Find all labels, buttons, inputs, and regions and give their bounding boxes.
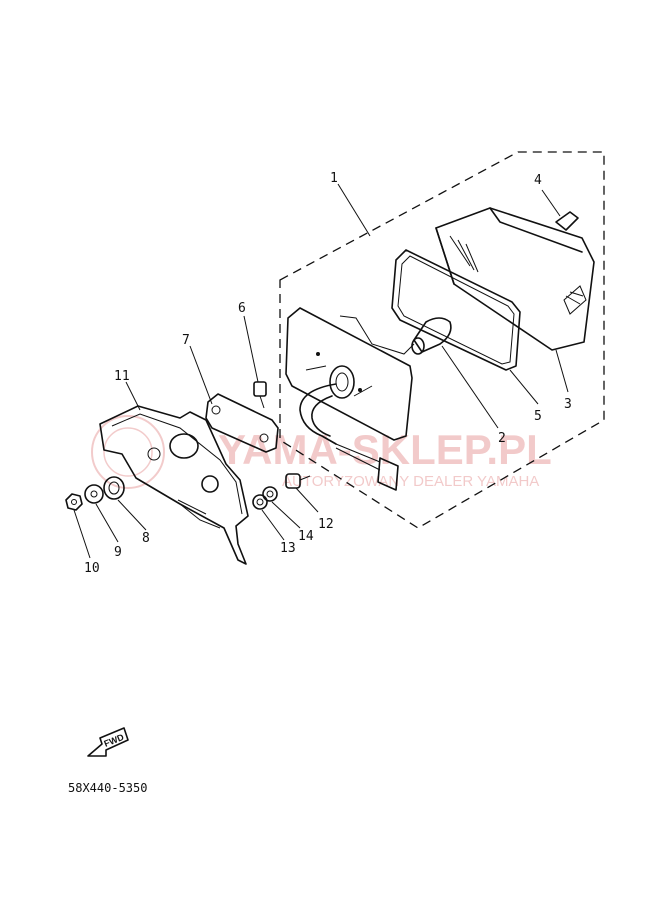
fastener-9-washer [84, 484, 104, 504]
callout-13: 13 [280, 541, 296, 556]
callout-1: 1 [330, 171, 338, 186]
fastener-12-screw [285, 473, 311, 489]
license-bracket [99, 405, 249, 565]
screw-part-4 [555, 211, 579, 231]
callout-7: 7 [182, 333, 190, 348]
fastener-14-washer [262, 486, 278, 502]
callout-3: 3 [564, 397, 572, 412]
diagram-part-number: 58X440-5350 [68, 781, 147, 795]
dealer-watermark: YAMA-SKLEP.PL AUTORYZOWANY DEALER YAMAHA [91, 415, 552, 490]
callout-14: 14 [298, 529, 314, 544]
watermark-sub-text: AUTORYZOWANY DEALER YAMAHA [282, 473, 539, 490]
callout-11: 11 [114, 369, 130, 384]
callout-numbers: 1 2 3 4 5 6 7 8 9 10 11 12 13 14 [84, 171, 572, 576]
callout-8: 8 [142, 531, 150, 546]
callout-5: 5 [534, 409, 542, 424]
assembly-boundary [279, 151, 605, 529]
lens-housing [435, 207, 595, 351]
fastener-8-grommet [103, 476, 125, 500]
screw-part-6 [253, 381, 267, 409]
leader-lines [73, 183, 569, 559]
fastener-10-nut [65, 493, 83, 511]
mounting-bracket [205, 393, 279, 453]
lens-gasket [391, 249, 521, 371]
fastener-13-washer [252, 494, 268, 510]
callout-2: 2 [498, 431, 506, 446]
callout-6: 6 [238, 301, 246, 316]
callout-12: 12 [318, 517, 334, 532]
base-plate [285, 307, 415, 491]
callout-4: 4 [534, 173, 542, 188]
callout-9: 9 [114, 545, 122, 560]
callout-10: 10 [84, 561, 100, 576]
fwd-arrow-icon: FWD [87, 727, 129, 757]
